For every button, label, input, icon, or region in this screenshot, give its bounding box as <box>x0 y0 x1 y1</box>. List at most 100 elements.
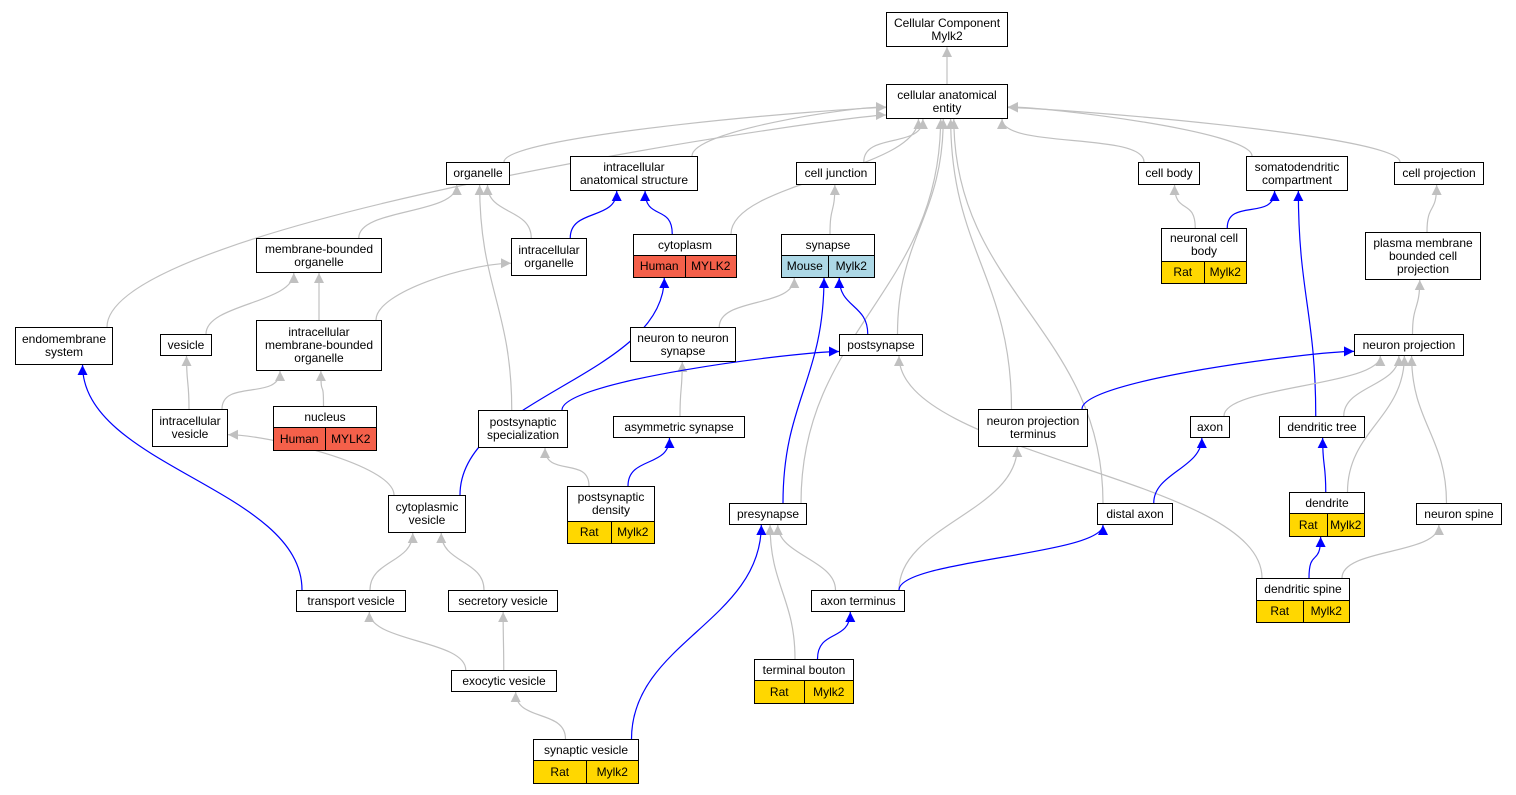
node-label: secretory vesicle <box>458 593 548 608</box>
node-distal-axon[interactable]: distal axon <box>1097 503 1173 525</box>
edge-is-a <box>510 691 567 740</box>
node-label: neuron projection <box>1362 337 1456 352</box>
node-label: cell junction <box>804 166 868 180</box>
edge-is-a <box>503 102 887 163</box>
node-label: intracellular anatomical structure <box>579 159 689 187</box>
edge-part-of <box>1081 346 1355 410</box>
edge-is-a <box>369 532 418 591</box>
node-organelle[interactable]: organelle <box>446 162 510 185</box>
edge-part-of <box>569 190 622 239</box>
edge-is-a <box>364 611 467 671</box>
gene-badge: Mylk2 <box>1203 262 1247 283</box>
species-badge: Rat <box>579 525 599 539</box>
node-endomembrane-system[interactable]: endomembrane system <box>15 327 113 365</box>
edge-is-a <box>540 447 590 487</box>
edge-is-a <box>1346 355 1410 493</box>
node-membrane-bounded-organelle[interactable]: membrane-bounded organelle <box>256 238 382 273</box>
edge-is-a <box>181 355 192 410</box>
node-label: cytoplasmic vesicle <box>395 500 459 527</box>
edge-part-of <box>834 277 869 335</box>
node-somatodendritic-compartment[interactable]: somatodendritic compartment <box>1246 156 1348 191</box>
node-label: neuron to neuron synapse <box>637 330 729 358</box>
node-label: plasma membrane bounded cell projection <box>1373 235 1473 276</box>
node-label: postsynaptic specialization <box>486 415 560 442</box>
species-badge: Rat <box>550 764 570 779</box>
node-label: organelle <box>453 166 503 180</box>
node-axon[interactable]: axon <box>1190 416 1230 438</box>
edge-is-a <box>227 429 395 496</box>
node-dendritic-tree[interactable]: dendritic tree <box>1279 416 1365 438</box>
edge-part-of <box>1226 190 1280 229</box>
gene-badge: Mylk2 <box>610 522 655 543</box>
gene-badge: Mylk2 <box>827 256 875 277</box>
edge-part-of <box>898 524 1108 591</box>
node-label: neuron projection terminus <box>986 414 1080 441</box>
node-intracellular-vesicle[interactable]: intracellular vesicle <box>152 409 228 447</box>
node-plasma-membrane-bounded-cell-projection[interactable]: plasma membrane bounded cell projection <box>1365 232 1481 280</box>
node-intracellular-organelle[interactable]: intracellular organelle <box>511 238 587 276</box>
node-cellular-anatomical-entity[interactable]: cellular anatomical entity <box>886 84 1008 119</box>
node-label: neuronal cell body <box>1169 231 1239 258</box>
node-cell-junction[interactable]: cell junction <box>796 162 876 185</box>
node-presynapse[interactable]: presynapse <box>729 503 807 525</box>
node-exocytic-vesicle[interactable]: exocytic vesicle <box>451 670 557 692</box>
node-intracellular-anatomical-structure[interactable]: intracellular anatomical structure <box>570 156 698 191</box>
edge-part-of <box>1153 437 1207 504</box>
edge-is-a <box>718 277 800 328</box>
node-asymmetric-synapse[interactable]: asymmetric synapse <box>613 416 745 438</box>
edge-is-a <box>1343 355 1404 417</box>
node-label: cell body <box>1145 166 1193 180</box>
species-badge: Rat <box>1298 517 1318 532</box>
edge-is-a <box>997 118 1145 163</box>
node-label: dendritic spine <box>1264 582 1342 596</box>
node-postsynaptic-specialization[interactable]: postsynaptic specialization <box>478 410 568 448</box>
edge-is-a <box>894 355 1263 579</box>
edge-is-a <box>800 118 946 504</box>
edge-is-a <box>1426 184 1442 233</box>
node-transport-vesicle[interactable]: transport vesicle <box>296 590 406 612</box>
node-label: somatodendritic compartment <box>1254 159 1340 187</box>
node-axon-terminus[interactable]: axon terminus <box>811 590 905 612</box>
edge-part-of <box>640 190 673 235</box>
edge-is-a <box>205 272 299 335</box>
node-cell-projection[interactable]: cell projection <box>1394 162 1484 185</box>
node-label: neuron spine <box>1424 506 1494 521</box>
node-cytoplasmic-vesicle[interactable]: cytoplasmic vesicle <box>388 495 466 533</box>
node-label: cytoplasm <box>657 237 713 252</box>
edge-is-a <box>474 184 513 411</box>
node-cell-body[interactable]: cell body <box>1138 162 1200 185</box>
edge-is-a <box>948 118 1104 504</box>
node-neuron-to-neuron-synapse[interactable]: neuron to neuron synapse <box>630 327 736 362</box>
node-label: presynapse <box>736 506 800 521</box>
node-neuron-projection[interactable]: neuron projection <box>1354 334 1464 356</box>
edge-is-a <box>896 118 949 335</box>
node-label: exocytic vesicle <box>462 673 546 688</box>
edge-is-a <box>829 184 840 235</box>
node-vesicle[interactable]: vesicle <box>160 334 212 356</box>
species-badge: Human <box>279 431 319 446</box>
edge-is-a <box>106 110 887 328</box>
node-label: membrane-bounded organelle <box>264 241 374 269</box>
node-root[interactable]: Cellular Component Mylk2 <box>886 12 1008 47</box>
node-neuron-projection-terminus[interactable]: neuron projection terminus <box>978 409 1088 447</box>
edge-is-a <box>898 446 1023 591</box>
node-secretory-vesicle[interactable]: secretory vesicle <box>448 590 558 612</box>
node-neuron-spine[interactable]: neuron spine <box>1416 503 1502 525</box>
node-postsynapse[interactable]: postsynapse <box>839 334 923 356</box>
edge-is-a <box>863 118 928 163</box>
node-intracellular-membrane-bounded-organelle[interactable]: intracellular membrane-bounded organelle <box>256 320 382 371</box>
gene-badge: MYLK2 <box>684 256 737 277</box>
